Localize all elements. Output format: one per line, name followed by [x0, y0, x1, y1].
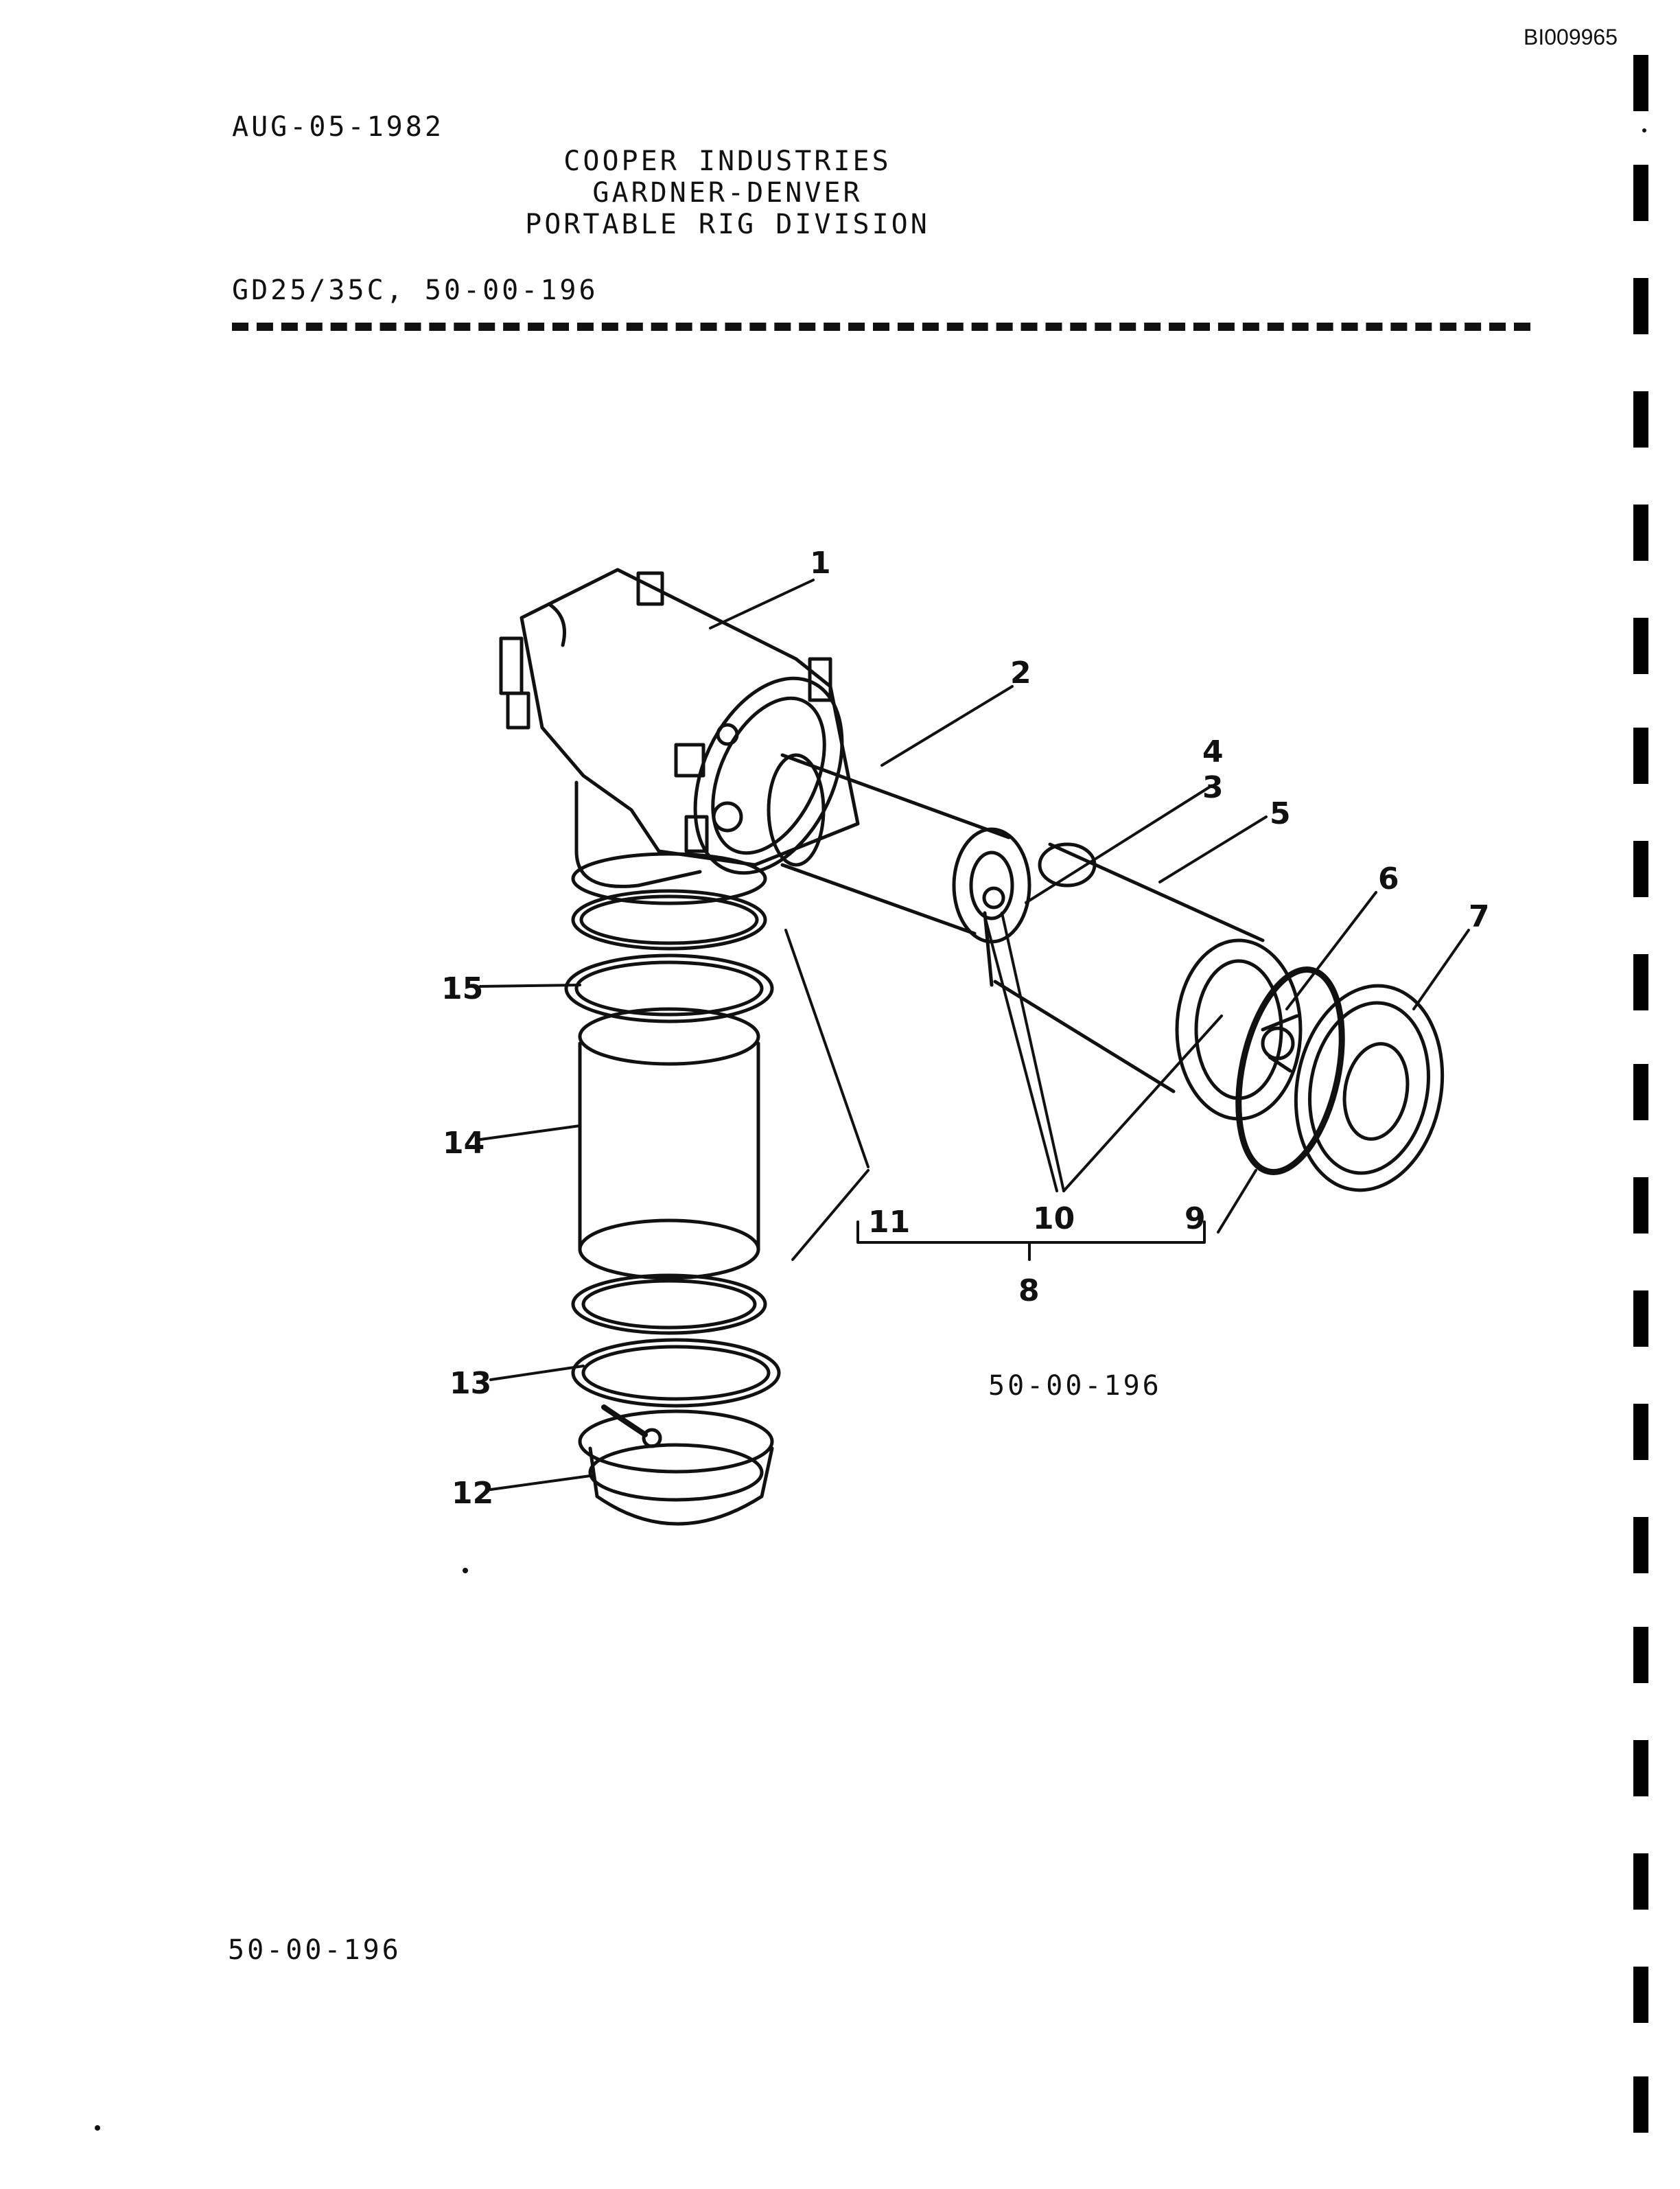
- dust-cup-cover: [1294, 984, 1445, 1192]
- callout-9: 9: [1185, 1201, 1206, 1236]
- header-brand: GARDNER-DENVER: [592, 177, 863, 209]
- document-date: AUG-05-1982: [232, 111, 444, 143]
- callout-15: 15: [441, 971, 483, 1006]
- binding-mark: [1633, 391, 1648, 448]
- safety-element: [983, 842, 1303, 1121]
- binding-mark: [1633, 954, 1648, 1010]
- binding-mark: [1633, 2076, 1648, 2133]
- callout-8: 8: [1018, 1273, 1040, 1308]
- model-line: GD25/35C, 50-00-196: [232, 275, 598, 306]
- callout-14: 14: [443, 1126, 485, 1161]
- binding-mark: [1633, 1290, 1648, 1347]
- page-footer: 50-00-196: [228, 1934, 401, 1966]
- binding-mark: [1633, 1740, 1648, 1796]
- binding-mark: [1633, 618, 1648, 674]
- binding-mark: [1633, 1177, 1648, 1234]
- header-divider: [232, 323, 1530, 331]
- binding-mark: [1633, 728, 1648, 784]
- callout-4: 4: [1202, 734, 1224, 769]
- binding-mark: [1633, 55, 1648, 111]
- callout-13: 13: [450, 1366, 491, 1401]
- callout-12: 12: [452, 1476, 493, 1511]
- binding-mark: [1633, 1404, 1648, 1460]
- callout-10: 10: [1033, 1201, 1075, 1236]
- callout-1: 1: [810, 546, 831, 581]
- air-cleaner-housing: [499, 568, 860, 905]
- callout-11: 11: [868, 1205, 910, 1240]
- leader-lines: [479, 579, 1470, 1491]
- callout-2: 2: [1010, 656, 1031, 691]
- header-company: COOPER INDUSTRIES: [563, 146, 891, 177]
- header-division: PORTABLE RIG DIVISION: [525, 209, 930, 240]
- binding-mark: [1633, 505, 1648, 561]
- lower-assembly: [564, 889, 781, 1526]
- figure-caption: 50-00-196: [988, 1370, 1162, 1402]
- wing-nut: [1261, 1014, 1299, 1073]
- binding-mark: [1633, 1627, 1648, 1683]
- binding-mark: [1633, 1064, 1648, 1120]
- binding-mark: [1633, 278, 1648, 334]
- callout-5: 5: [1270, 796, 1291, 831]
- binding-mark: [1633, 841, 1648, 897]
- callout-3: 3: [1202, 770, 1224, 805]
- binding-mark: [1633, 165, 1648, 221]
- primary-element: [767, 753, 1031, 944]
- document-id: BI009965: [1524, 25, 1618, 49]
- binding-mark: [1633, 1967, 1648, 2023]
- callout-7: 7: [1469, 899, 1490, 934]
- binding-mark: [1633, 1517, 1648, 1573]
- binding-mark: [1633, 1853, 1648, 1910]
- callout-6: 6: [1378, 861, 1399, 896]
- clamp-ring: [1235, 966, 1345, 1175]
